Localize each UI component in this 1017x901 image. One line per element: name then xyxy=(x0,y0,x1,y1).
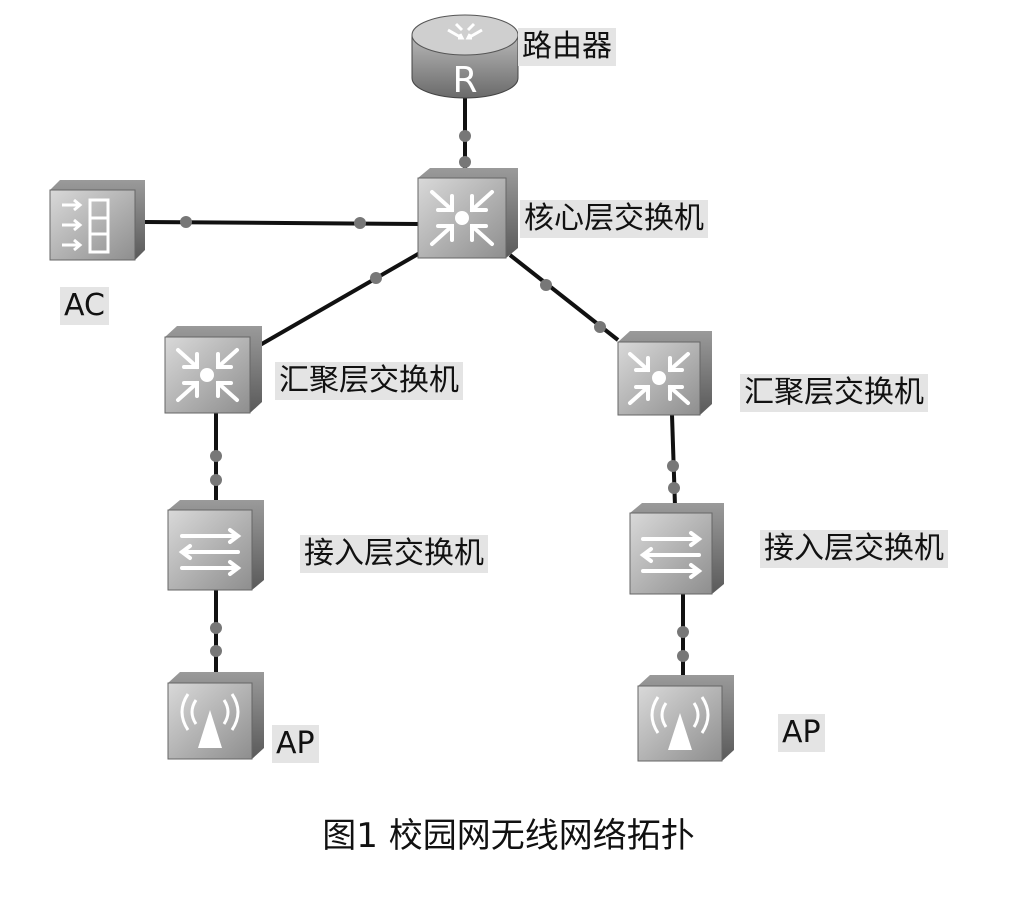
svg-text:R: R xyxy=(452,60,477,101)
access-switch-left-icon xyxy=(167,500,264,591)
core-switch-label: 核心层交换机 xyxy=(520,200,708,238)
aggregation-switch-left-label: 汇聚层交换机 xyxy=(275,362,463,400)
ap-left-label: AP xyxy=(272,725,319,763)
ac-label: AC xyxy=(60,287,109,325)
access-point-right-icon xyxy=(637,675,734,762)
link-port-dot xyxy=(594,321,606,333)
link-port-dot xyxy=(354,217,366,229)
access-point-left-icon xyxy=(167,672,264,760)
link-port-dot xyxy=(210,622,222,634)
aggregation-switch-right-icon xyxy=(617,331,712,416)
ap-right-label: AP xyxy=(778,714,825,752)
figure-caption: 图1 校园网无线网络拓扑 xyxy=(322,816,695,856)
aggregation-switch-right-label: 汇聚层交换机 xyxy=(740,374,928,412)
link-port-dot xyxy=(370,272,382,284)
aggregation-switch-left-icon xyxy=(164,326,262,414)
link-port-dot xyxy=(668,482,680,494)
access-switch-right-icon xyxy=(629,503,724,595)
link-port-dot xyxy=(540,279,552,291)
link-core-agg-left xyxy=(259,248,426,347)
link-port-dot xyxy=(459,130,471,142)
links xyxy=(144,95,689,675)
access-switch-left-label: 接入层交换机 xyxy=(300,535,488,573)
access-controller-icon xyxy=(49,180,145,261)
link-port-dot xyxy=(667,460,679,472)
router-icon: R xyxy=(411,14,519,101)
link-port-dot xyxy=(210,474,222,486)
link-port-dot xyxy=(677,626,689,638)
link-port-dot xyxy=(210,450,222,462)
link-port-dot xyxy=(459,156,471,168)
router-label: 路由器 xyxy=(518,28,616,66)
access-switch-right-label: 接入层交换机 xyxy=(760,530,948,568)
link-port-dot xyxy=(180,216,192,228)
link-port-dot xyxy=(677,650,689,662)
link-port-dot xyxy=(210,645,222,657)
core-switch-icon xyxy=(417,168,518,259)
